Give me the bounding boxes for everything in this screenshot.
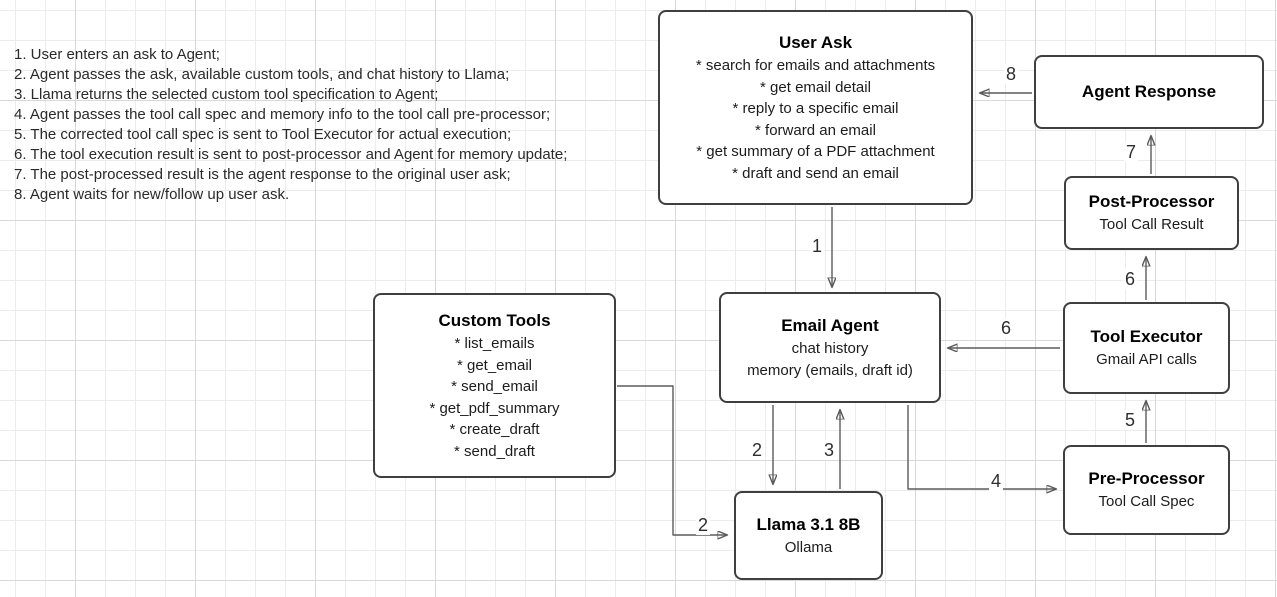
node-item: * send_draft (454, 442, 535, 460)
node-post-processor: Post-Processor Tool Call Result (1064, 176, 1239, 250)
step-line: 3. Llama returns the selected custom too… (14, 86, 439, 103)
edge-label-step3: 3 (821, 440, 837, 460)
step-line: 2. Agent passes the ask, available custo… (14, 66, 510, 83)
steps-list: 1. User enters an ask to Agent; 2. Agent… (14, 45, 567, 205)
node-item: * create_draft (449, 421, 540, 438)
node-tool-executor: Tool Executor Gmail API calls (1063, 302, 1230, 394)
arrow-step2-customtools-to-llama (617, 385, 726, 535)
node-title: Post-Processor (1088, 192, 1215, 212)
node-title: User Ask (778, 33, 853, 52)
node-line: chat history (791, 340, 869, 357)
node-title: Email Agent (781, 316, 879, 335)
node-email-agent: Email Agent chat history memory (emails,… (719, 292, 941, 403)
node-agent-response: Agent Response (1034, 55, 1264, 129)
node-pre-processor: Pre-Processor Tool Call Spec (1063, 445, 1230, 535)
node-title: Llama 3.1 8B (756, 514, 861, 534)
node-item: * search for emails and attachments (695, 57, 936, 74)
node-item: * get email detail (760, 78, 871, 96)
node-title: Custom Tools (438, 311, 551, 330)
node-item: * forward an email (755, 121, 876, 139)
step-line: 7. The post-processed result is the agen… (14, 166, 511, 183)
edge-label-step4: 4 (988, 471, 1004, 491)
node-custom-tools: Custom Tools * list_emails * get_email *… (373, 293, 616, 478)
edge-label-step7: 7 (1123, 142, 1139, 162)
node-item: * draft and send an email (732, 164, 899, 182)
step-line: 8. Agent waits for new/follow up user as… (14, 186, 290, 203)
node-subtitle: Tool Call Result (1099, 216, 1204, 234)
node-title: Pre-Processor (1088, 469, 1205, 489)
edge-label-step1: 1 (809, 236, 825, 256)
arrow-step4-emailagent-to-preprocessor (907, 405, 1055, 489)
step-line: 5. The corrected tool call spec is sent … (14, 126, 512, 143)
node-subtitle: Tool Call Spec (1098, 493, 1195, 511)
node-item: * get_pdf_summary (429, 399, 560, 417)
node-subtitle: Gmail API calls (1096, 351, 1197, 369)
edge-label-step8: 8 (1003, 64, 1019, 84)
node-llama: Llama 3.1 8B Ollama (734, 491, 883, 580)
node-item: * send_email (451, 378, 538, 395)
edge-label-step2-agent: 2 (749, 440, 765, 460)
edge-label-step6-agent: 6 (998, 318, 1014, 338)
node-subtitle: Ollama (784, 538, 833, 556)
node-item: * list_emails (454, 335, 535, 352)
step-line: 6. The tool execution result is sent to … (14, 146, 568, 163)
edge-label-step6-postproc: 6 (1122, 269, 1138, 289)
step-line: 1. User enters an ask to Agent; (14, 46, 220, 63)
node-title: Tool Executor (1090, 327, 1203, 347)
node-line: memory (emails, draft id) (747, 361, 913, 379)
edge-label-step5: 5 (1122, 410, 1138, 430)
step-line: 4. Agent passes the tool call spec and m… (14, 106, 551, 123)
edge-label-step2-tools: 2 (695, 515, 711, 535)
node-item: * get summary of a PDF attachment (696, 143, 935, 160)
node-user-ask: User Ask * search for emails and attachm… (658, 10, 973, 205)
node-item: * get_email (456, 356, 533, 374)
node-title: Agent Response (1081, 82, 1217, 101)
node-item: * reply to a specific email (732, 100, 899, 117)
